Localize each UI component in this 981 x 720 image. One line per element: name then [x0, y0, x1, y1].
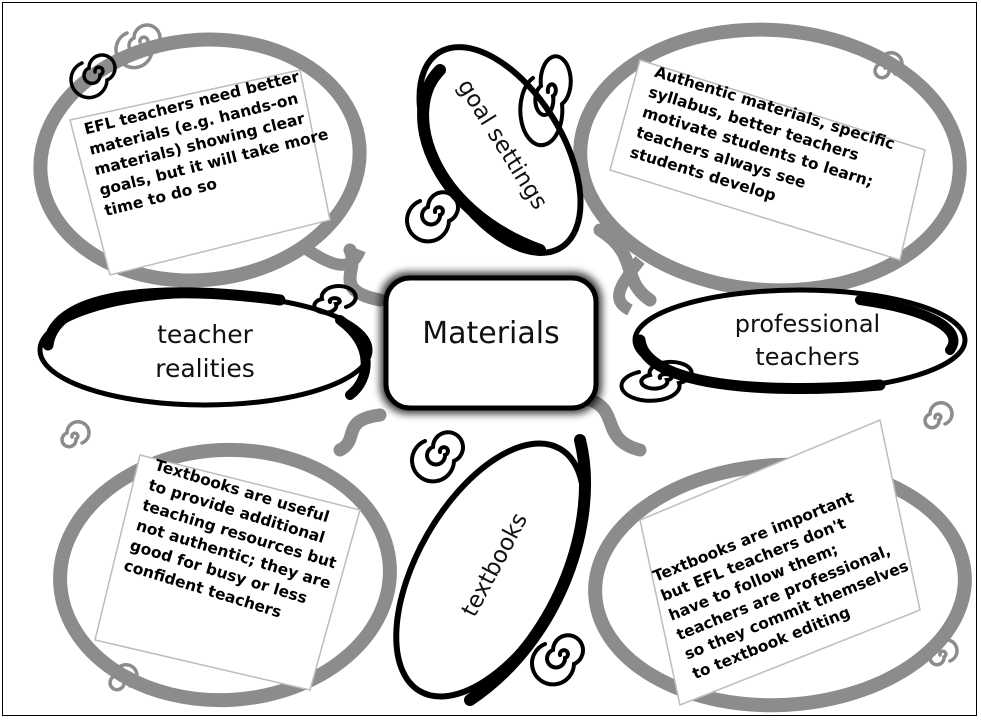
node-professional-teachers-line2: teachers — [755, 343, 860, 371]
spiral-icon — [619, 359, 694, 403]
node-teacher-realities-shape — [37, 287, 373, 408]
spiral-icon — [518, 54, 573, 148]
spiral-icon — [530, 633, 585, 687]
spiral-icon — [873, 51, 904, 80]
node-goal-settings-shape — [416, 44, 584, 256]
spiral-icon — [108, 663, 139, 692]
bubble-top-right — [573, 22, 967, 316]
bubble-bottom-left — [53, 442, 397, 708]
spiral-icon — [60, 420, 91, 449]
spiral-icon — [410, 430, 465, 484]
node-teacher-realities-line2: realities — [155, 354, 255, 383]
spiral-icon — [114, 23, 162, 70]
node-professional-teachers-line1: professional — [734, 310, 881, 338]
spiral-icon — [405, 190, 460, 244]
bubble-top-left — [33, 32, 367, 288]
connector-curves — [333, 223, 657, 457]
spiral-icon — [923, 401, 954, 430]
spiral-icon — [69, 53, 117, 100]
spiral-icon — [928, 638, 959, 667]
node-textbooks-shape — [393, 434, 592, 706]
spiral-icon — [312, 284, 358, 315]
node-teacher-realities-line1: teacher — [157, 320, 253, 349]
center-label: Materials — [422, 316, 560, 351]
center-box — [380, 272, 602, 414]
node-professional-teachers: professional teachers — [715, 308, 900, 374]
node-teacher-realities: teacher realities — [120, 318, 290, 386]
bubble-bottom-right — [588, 418, 972, 713]
node-professional-teachers-shape — [632, 287, 968, 395]
